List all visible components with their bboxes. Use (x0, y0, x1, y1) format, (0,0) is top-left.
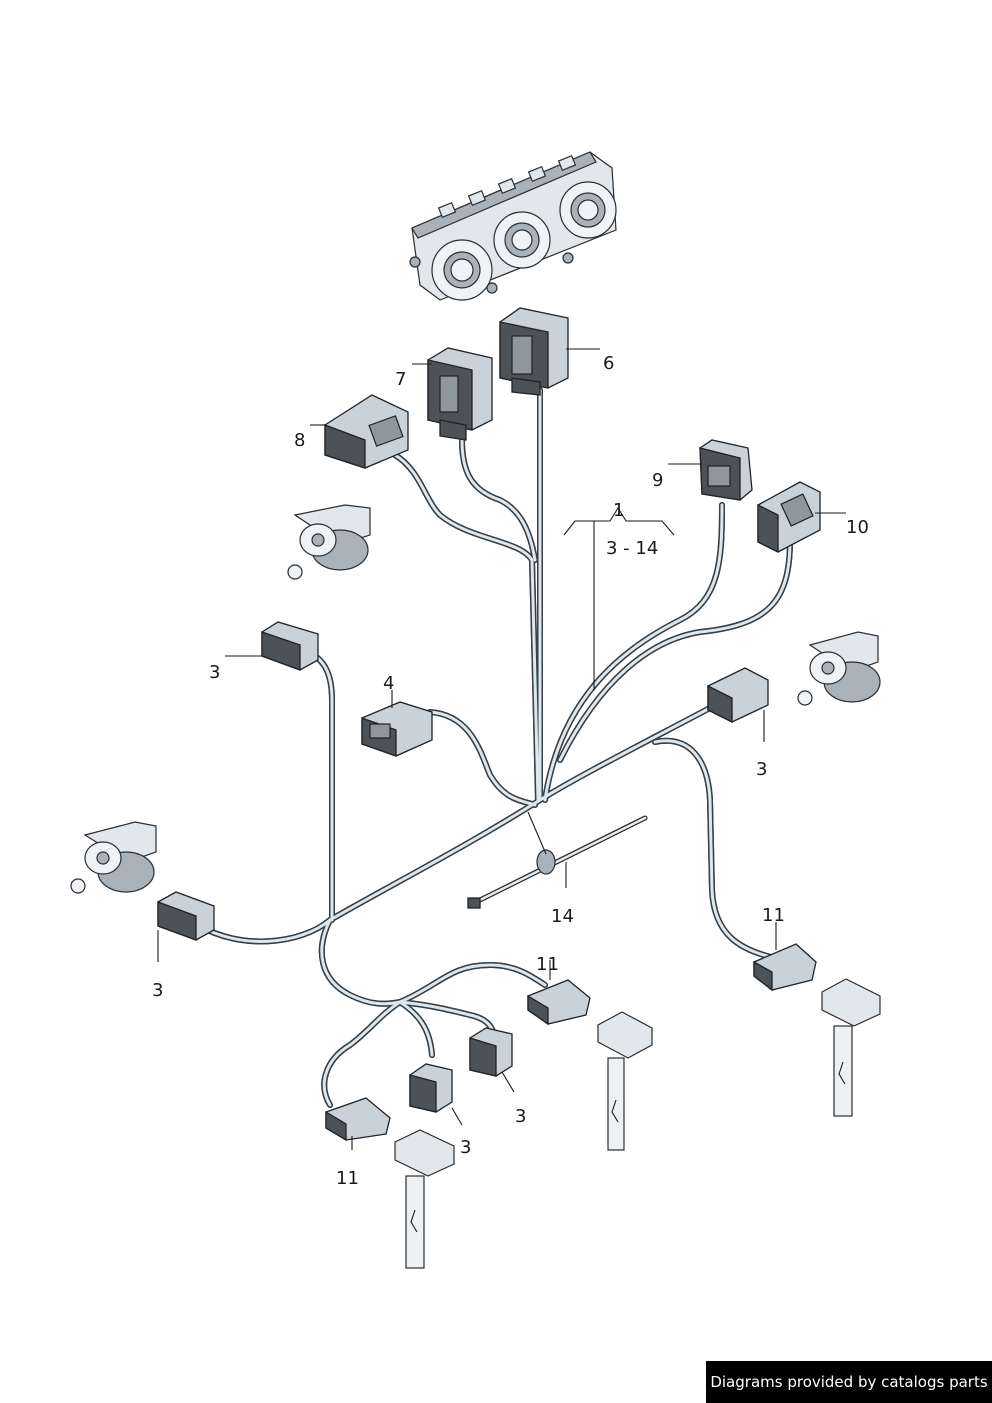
connector-3-bottom-b (469, 1027, 513, 1077)
harness-wires (195, 387, 793, 1108)
callout-11: 11 (536, 954, 559, 975)
connector-3-upper-left (261, 621, 319, 671)
connector-7 (427, 347, 493, 441)
flap-actuator-right (797, 631, 881, 706)
cable-tie-14 (467, 811, 648, 909)
connector-8 (324, 394, 409, 469)
connector-9 (699, 439, 753, 501)
connector-3-bottom-a (409, 1063, 453, 1113)
flap-actuator-left (70, 821, 157, 894)
flap-actuator-upper (287, 504, 371, 580)
callout-6: 6 (603, 353, 614, 374)
connector-11-right (753, 943, 817, 992)
temperature-sensor-left (394, 1129, 455, 1269)
connector-10 (757, 481, 821, 554)
callout-9: 9 (652, 470, 663, 491)
callout-14: 14 (551, 906, 574, 927)
callout-7: 7 (395, 369, 406, 390)
climate-control-panel (409, 151, 617, 301)
callout-3: 3 (756, 759, 767, 780)
callout-labels: 6 7 8 9 10 1 3 - 14 4 3 3 3 3 3 11 11 11… (152, 353, 869, 1189)
callout-3: 3 (209, 662, 220, 683)
connector-3-left (157, 891, 215, 941)
leader-lines (157, 348, 846, 1150)
callout-10: 10 (846, 517, 869, 538)
temperature-sensor-mid (597, 1011, 653, 1151)
callout-3: 3 (515, 1106, 526, 1127)
credit-banner: Diagrams provided by catalogs parts (706, 1361, 992, 1403)
callout-11: 11 (762, 905, 785, 926)
callout-1: 1 (613, 500, 624, 521)
credit-text: Diagrams provided by catalogs parts (710, 1373, 988, 1391)
callout-3: 3 (152, 980, 163, 1001)
connector-3-right (707, 667, 769, 724)
connector-4 (361, 701, 433, 757)
temperature-sensor-right (821, 978, 881, 1117)
callout-3: 3 (460, 1137, 471, 1158)
connector-11-mid (527, 979, 591, 1026)
callout-8: 8 (294, 430, 305, 451)
connector-6 (499, 307, 569, 396)
callout-range: 3 - 14 (606, 538, 658, 559)
connector-11-left (325, 1097, 391, 1142)
callout-11: 11 (336, 1168, 359, 1189)
callout-4: 4 (383, 673, 394, 694)
